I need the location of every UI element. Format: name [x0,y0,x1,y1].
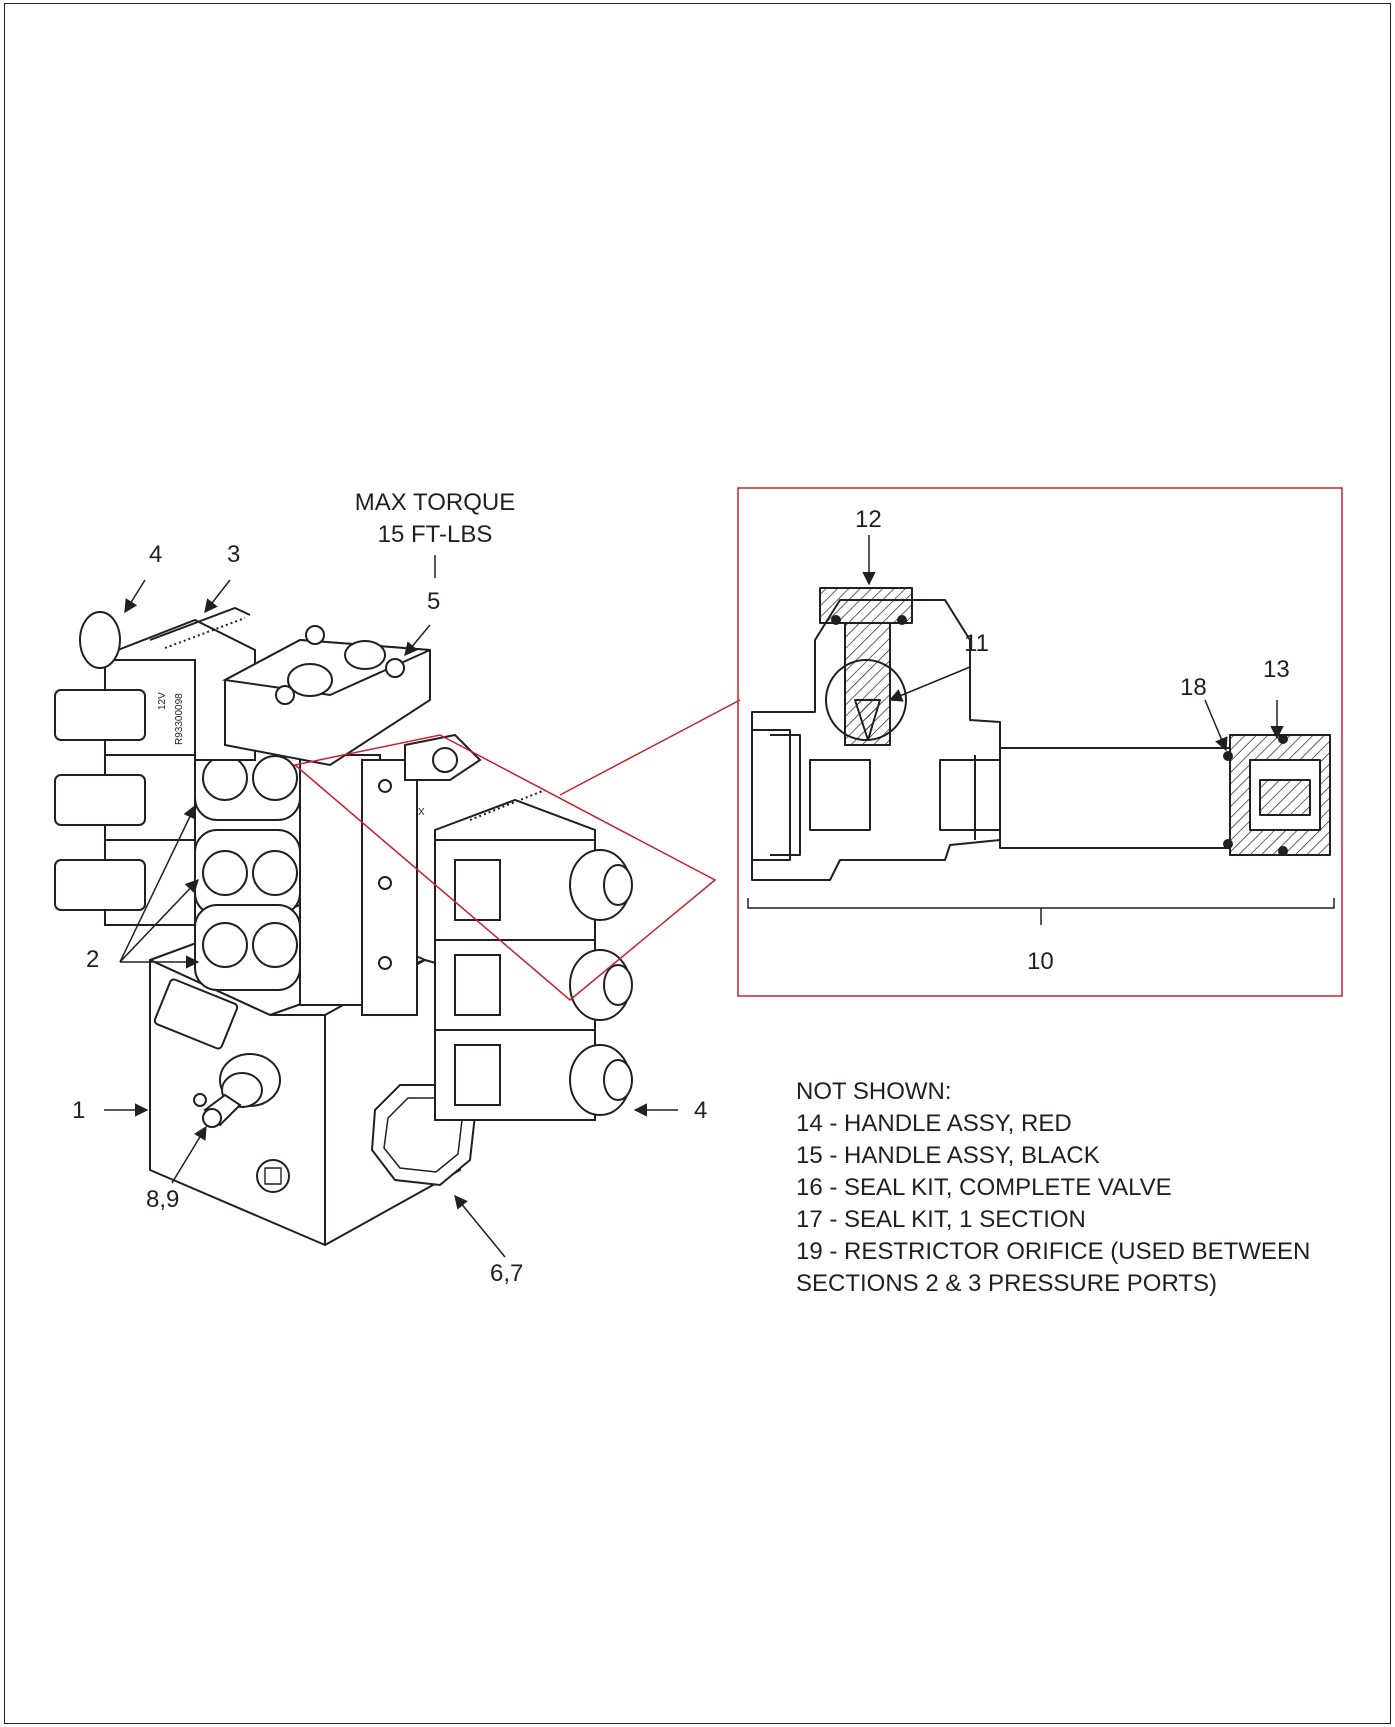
not-shown-item: 19 - RESTRICTOR ORIFICE (USED BETWEEN [796,1238,1311,1265]
not-shown-item: 15 - HANDLE ASSY, BLACK [796,1142,1100,1169]
detail-indicator [293,699,741,1001]
callout-3: 3 [227,541,241,568]
callout-12: 12 [855,506,882,533]
coil-part-text: R93300098 [174,693,185,745]
left-coils [54,606,256,926]
valve-sections [194,734,418,1016]
not-shown-item: 17 - SEAL KIT, 1 SECTION [796,1206,1086,1233]
port-x-label: X [418,807,425,818]
callout-1: 1 [72,1097,86,1124]
right-coils [404,733,633,1121]
not-shown-item: 16 - SEAL KIT, COMPLETE VALVE [796,1174,1172,1201]
max-torque-note: MAX TORQUE 15 FT-LBS [330,487,540,551]
not-shown-heading: NOT SHOWN: [796,1078,952,1105]
callout-8-9: 8,9 [146,1186,180,1213]
torque-line-1: MAX TORQUE [354,489,516,516]
section-ports-bottom [194,904,301,991]
callout-5: 5 [427,588,441,615]
not-shown-item: 14 - HANDLE ASSY, RED [796,1110,1072,1137]
assembly-bracket-10 [747,898,1335,925]
not-shown-item: SECTIONS 2 & 3 PRESSURE PORTS) [796,1270,1217,1297]
callout-18: 18 [1180,674,1207,701]
section-ports-middle [194,829,301,916]
callout-6-7: 6,7 [490,1260,524,1287]
callout-10: 10 [1027,948,1054,975]
top-cover [221,625,431,767]
callout-11: 11 [964,630,989,657]
section-view [751,587,1331,881]
nameplate [153,978,239,1050]
torque-line-2: 15 FT-LBS [377,521,493,548]
pressure-fitting [202,1053,281,1128]
callout-13: 13 [1263,656,1290,683]
leader-lines [104,535,1284,1258]
callout-2: 2 [86,946,100,973]
drawing-border [4,3,1391,1724]
callout-4-right: 4 [694,1097,708,1124]
callout-4-top: 4 [149,541,163,568]
section-detail-frame [737,487,1343,997]
coil-voltage-text: 12V [157,692,168,710]
not-shown-list: NOT SHOWN: 14 - HANDLE ASSY, RED 15 - HA… [796,1076,1310,1300]
